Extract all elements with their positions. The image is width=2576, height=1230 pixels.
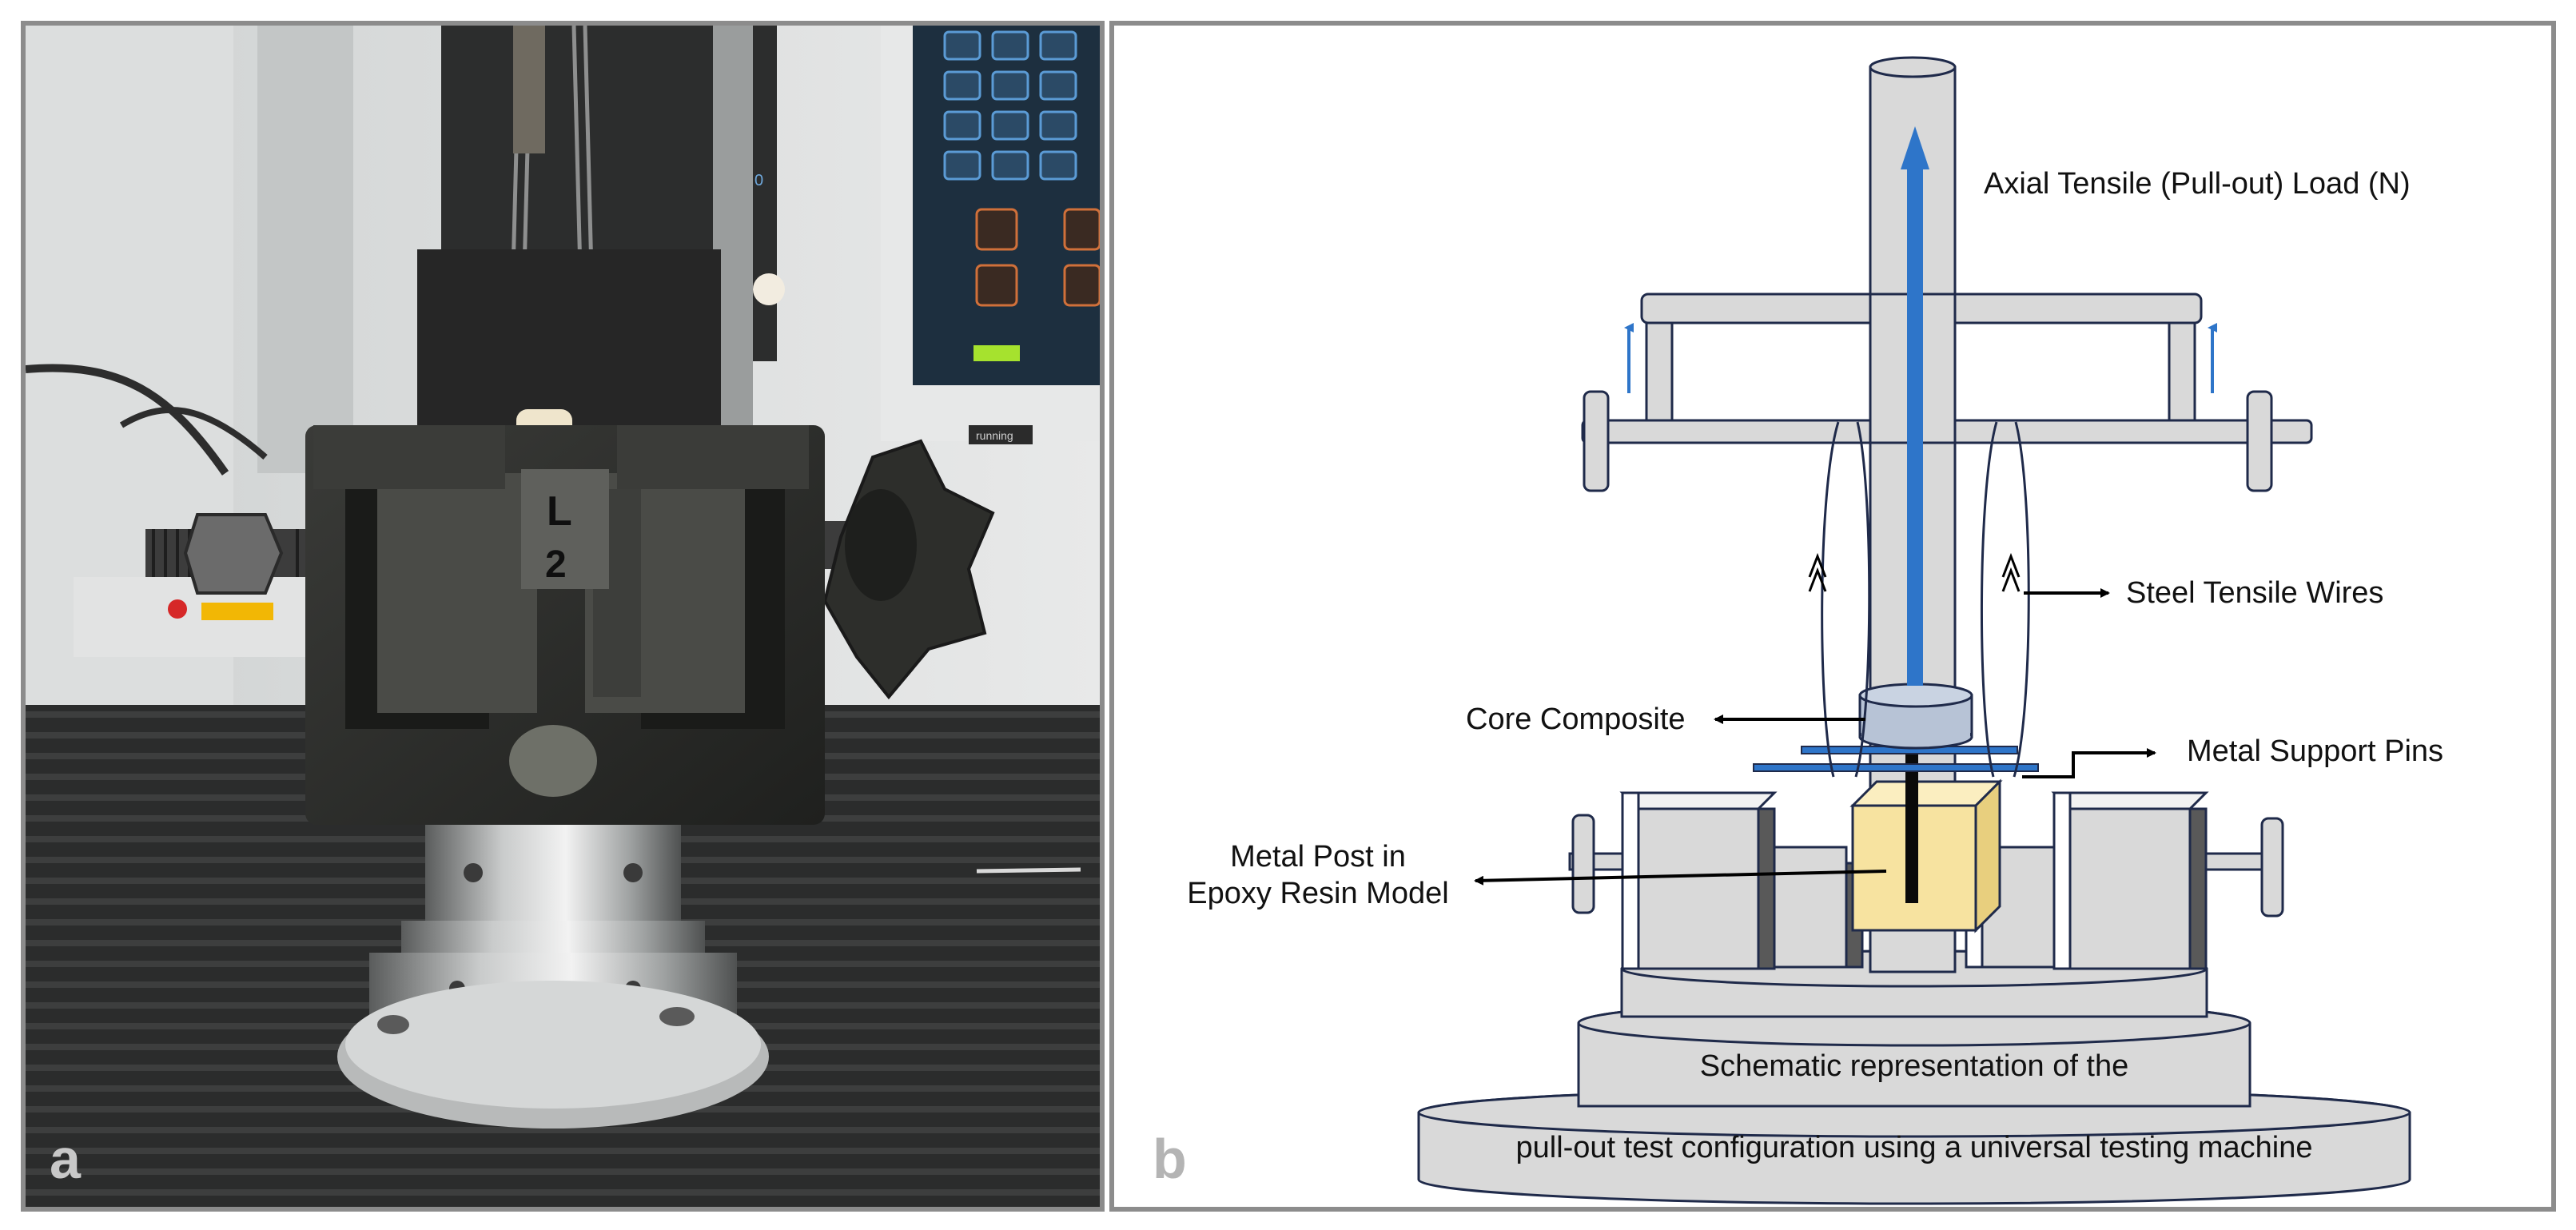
specimen-label-letter: L [547, 488, 572, 535]
metal-post-label-line2: Epoxy Resin Model [1187, 876, 1449, 910]
specimen-label-number: 2 [545, 543, 567, 586]
steel-wires-label: Steel Tensile Wires [2126, 576, 2384, 610]
caption-line-2: pull-out test configuration using a univ… [1515, 1131, 2313, 1164]
panel-letter-b: b [1153, 1128, 1187, 1190]
metal-support-pins-label: Metal Support Pins [2187, 734, 2444, 768]
core-composite-label: Core Composite [1466, 703, 1686, 736]
photo-panel-a: running 0 [21, 21, 1105, 1212]
metal-post-label-line1: Metal Post in [1230, 840, 1406, 874]
metal-post-label: Metal Post in Epoxy Resin Model [1170, 839, 1466, 912]
pullout-schematic [1417, 56, 2411, 1205]
display-zero-text: 0 [754, 172, 763, 189]
schematic-panel-b: Axial Tensile (Pull-out) Load (N) Steel … [1109, 21, 2556, 1212]
axial-load-label: Axial Tensile (Pull-out) Load (N) [1984, 167, 2411, 201]
test-fixture-photo: running 0 [26, 26, 1100, 1207]
panel-letter-a: a [50, 1128, 81, 1190]
running-status-text: running [976, 429, 1013, 442]
caption-line-1: Schematic representation of the [1699, 1049, 2129, 1083]
